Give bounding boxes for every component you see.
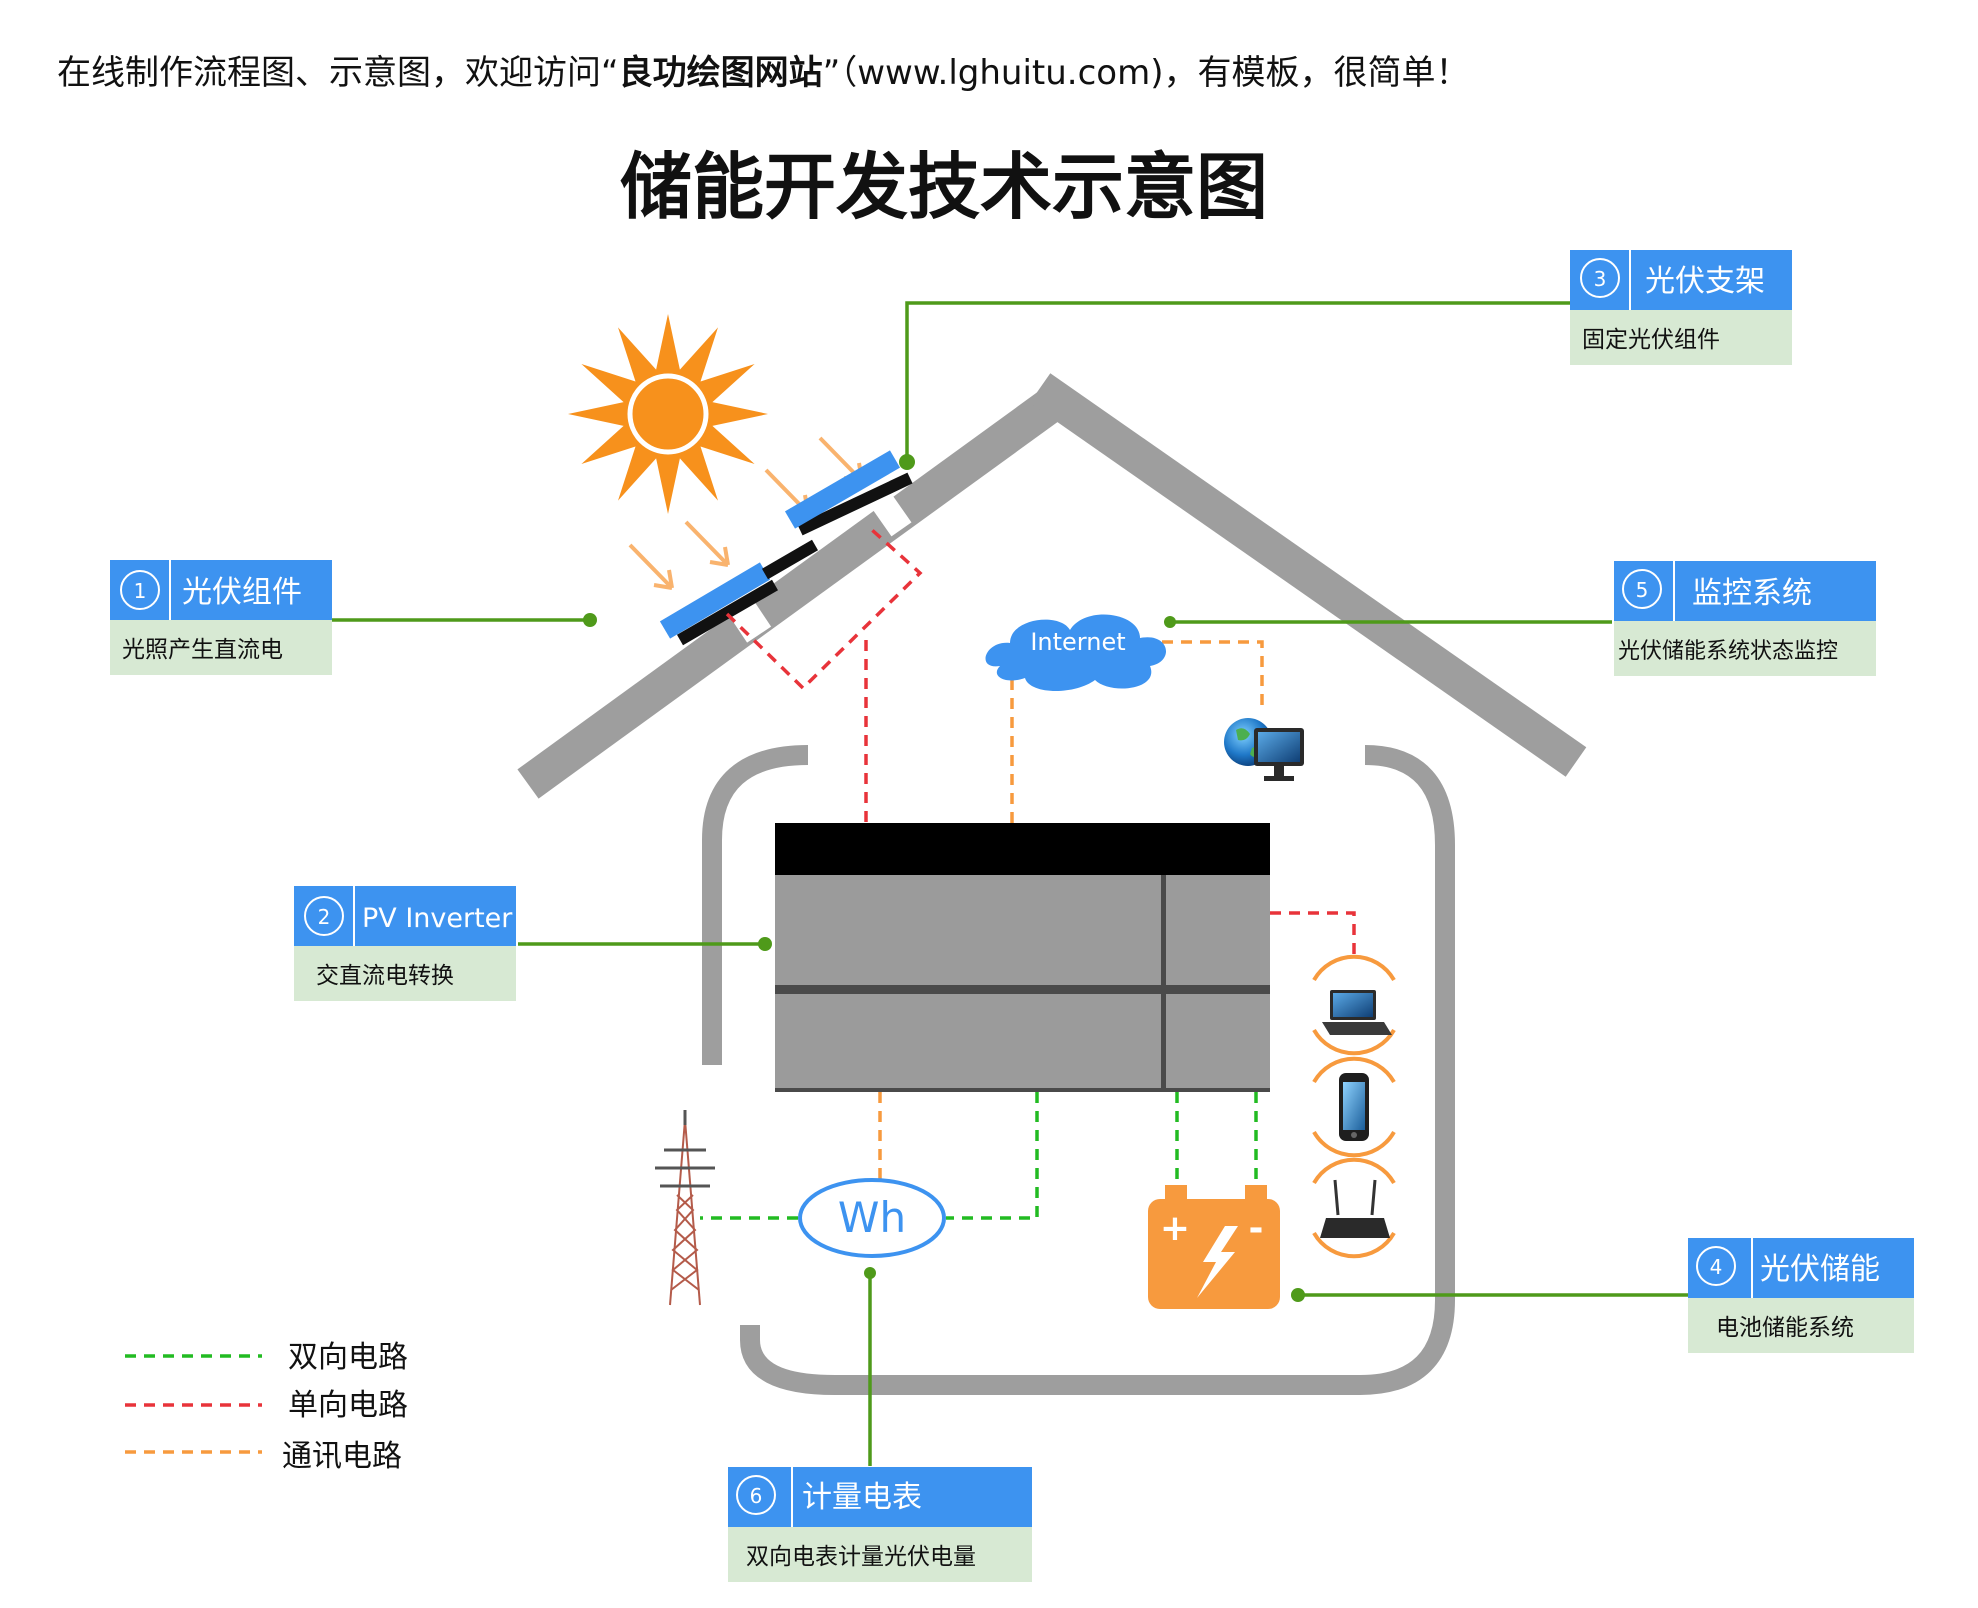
callout-pv-storage: 4 光伏储能 电池储能系统 [1688, 1238, 1914, 1353]
smartphone-icon [1312, 1056, 1396, 1158]
callout-title: 计量电表 [802, 1480, 922, 1515]
energy-meter: Wh [798, 1178, 946, 1258]
circuit-lines [700, 528, 1356, 1220]
two-way-circuit [946, 1092, 1039, 1220]
callout-desc: 交直流电转换 [316, 963, 454, 989]
callout-title: 光伏储能 [1760, 1252, 1880, 1287]
callout-desc: 光照产生直流电 [122, 637, 283, 663]
callout-number: 3 [1594, 267, 1607, 291]
legend-item: 双向电路 [125, 1340, 408, 1375]
callout-pv-inverter: 2 PV Inverter 交直流电转换 [294, 886, 516, 1001]
legend-label: 双向电路 [288, 1340, 408, 1375]
header-line: 在线制作流程图、示意图，欢迎访问“良功绘图网站”（www.lghuitu.com… [57, 53, 1470, 93]
battery-plus: + [1160, 1208, 1190, 1249]
callout-title: 光伏组件 [182, 575, 302, 610]
legend-item: 单向电路 [125, 1388, 408, 1423]
callout-number: 4 [1710, 1255, 1723, 1279]
callout-desc: 光伏储能系统状态监控 [1618, 639, 1838, 664]
callout-monitoring: 5 监控系统 光伏储能系统状态监控 [1614, 561, 1876, 676]
sun-icon [568, 314, 768, 514]
battery-minus: - [1249, 1208, 1264, 1249]
one-way-circuit [1270, 911, 1356, 957]
router-icon [1312, 1157, 1396, 1259]
callout-pv-module: 1 光伏组件 光照产生直流电 [110, 560, 332, 675]
diagram-title: 储能开发技术示意图 [620, 145, 1268, 229]
callout-desc: 电池储能系统 [1716, 1315, 1854, 1341]
callout-title: 监控系统 [1692, 576, 1812, 611]
laptop-icon [1312, 954, 1396, 1056]
callout-number: 1 [134, 579, 147, 603]
leader-lines [330, 301, 1688, 1466]
legend-label: 通讯电路 [282, 1439, 402, 1474]
legend-label: 单向电路 [288, 1388, 408, 1423]
callout-energy-meter: 6 计量电表 双向电表计量光伏电量 [728, 1467, 1032, 1582]
legend: 双向电路 单向电路 通讯电路 [125, 1340, 408, 1474]
callout-number: 5 [1636, 578, 1649, 602]
globe-monitor-icon [1224, 718, 1304, 781]
callout-desc: 固定光伏组件 [1582, 327, 1720, 353]
callout-title: 光伏支架 [1645, 264, 1765, 299]
legend-item: 通讯电路 [125, 1439, 402, 1474]
comm-circuit [1162, 640, 1264, 708]
leader-dots [583, 454, 1305, 1302]
cloud-icon: Internet [985, 614, 1167, 692]
callout-pv-bracket: 3 光伏支架 固定光伏组件 [1570, 250, 1792, 365]
callout-number: 2 [318, 905, 331, 929]
house-roof [517, 373, 1587, 799]
cloud-label: Internet [1030, 628, 1125, 656]
pv-inverter-cabinet [775, 823, 1270, 1092]
callout-number: 6 [750, 1484, 763, 1508]
solar-panel-icon [659, 450, 913, 646]
battery-icon: + - [1148, 1185, 1280, 1309]
transmission-tower-icon [655, 1110, 715, 1306]
callout-title: PV Inverter [362, 903, 513, 934]
house-wall [702, 745, 1455, 1395]
callout-desc: 双向电表计量光伏电量 [746, 1544, 976, 1570]
meter-label: Wh [838, 1193, 906, 1242]
